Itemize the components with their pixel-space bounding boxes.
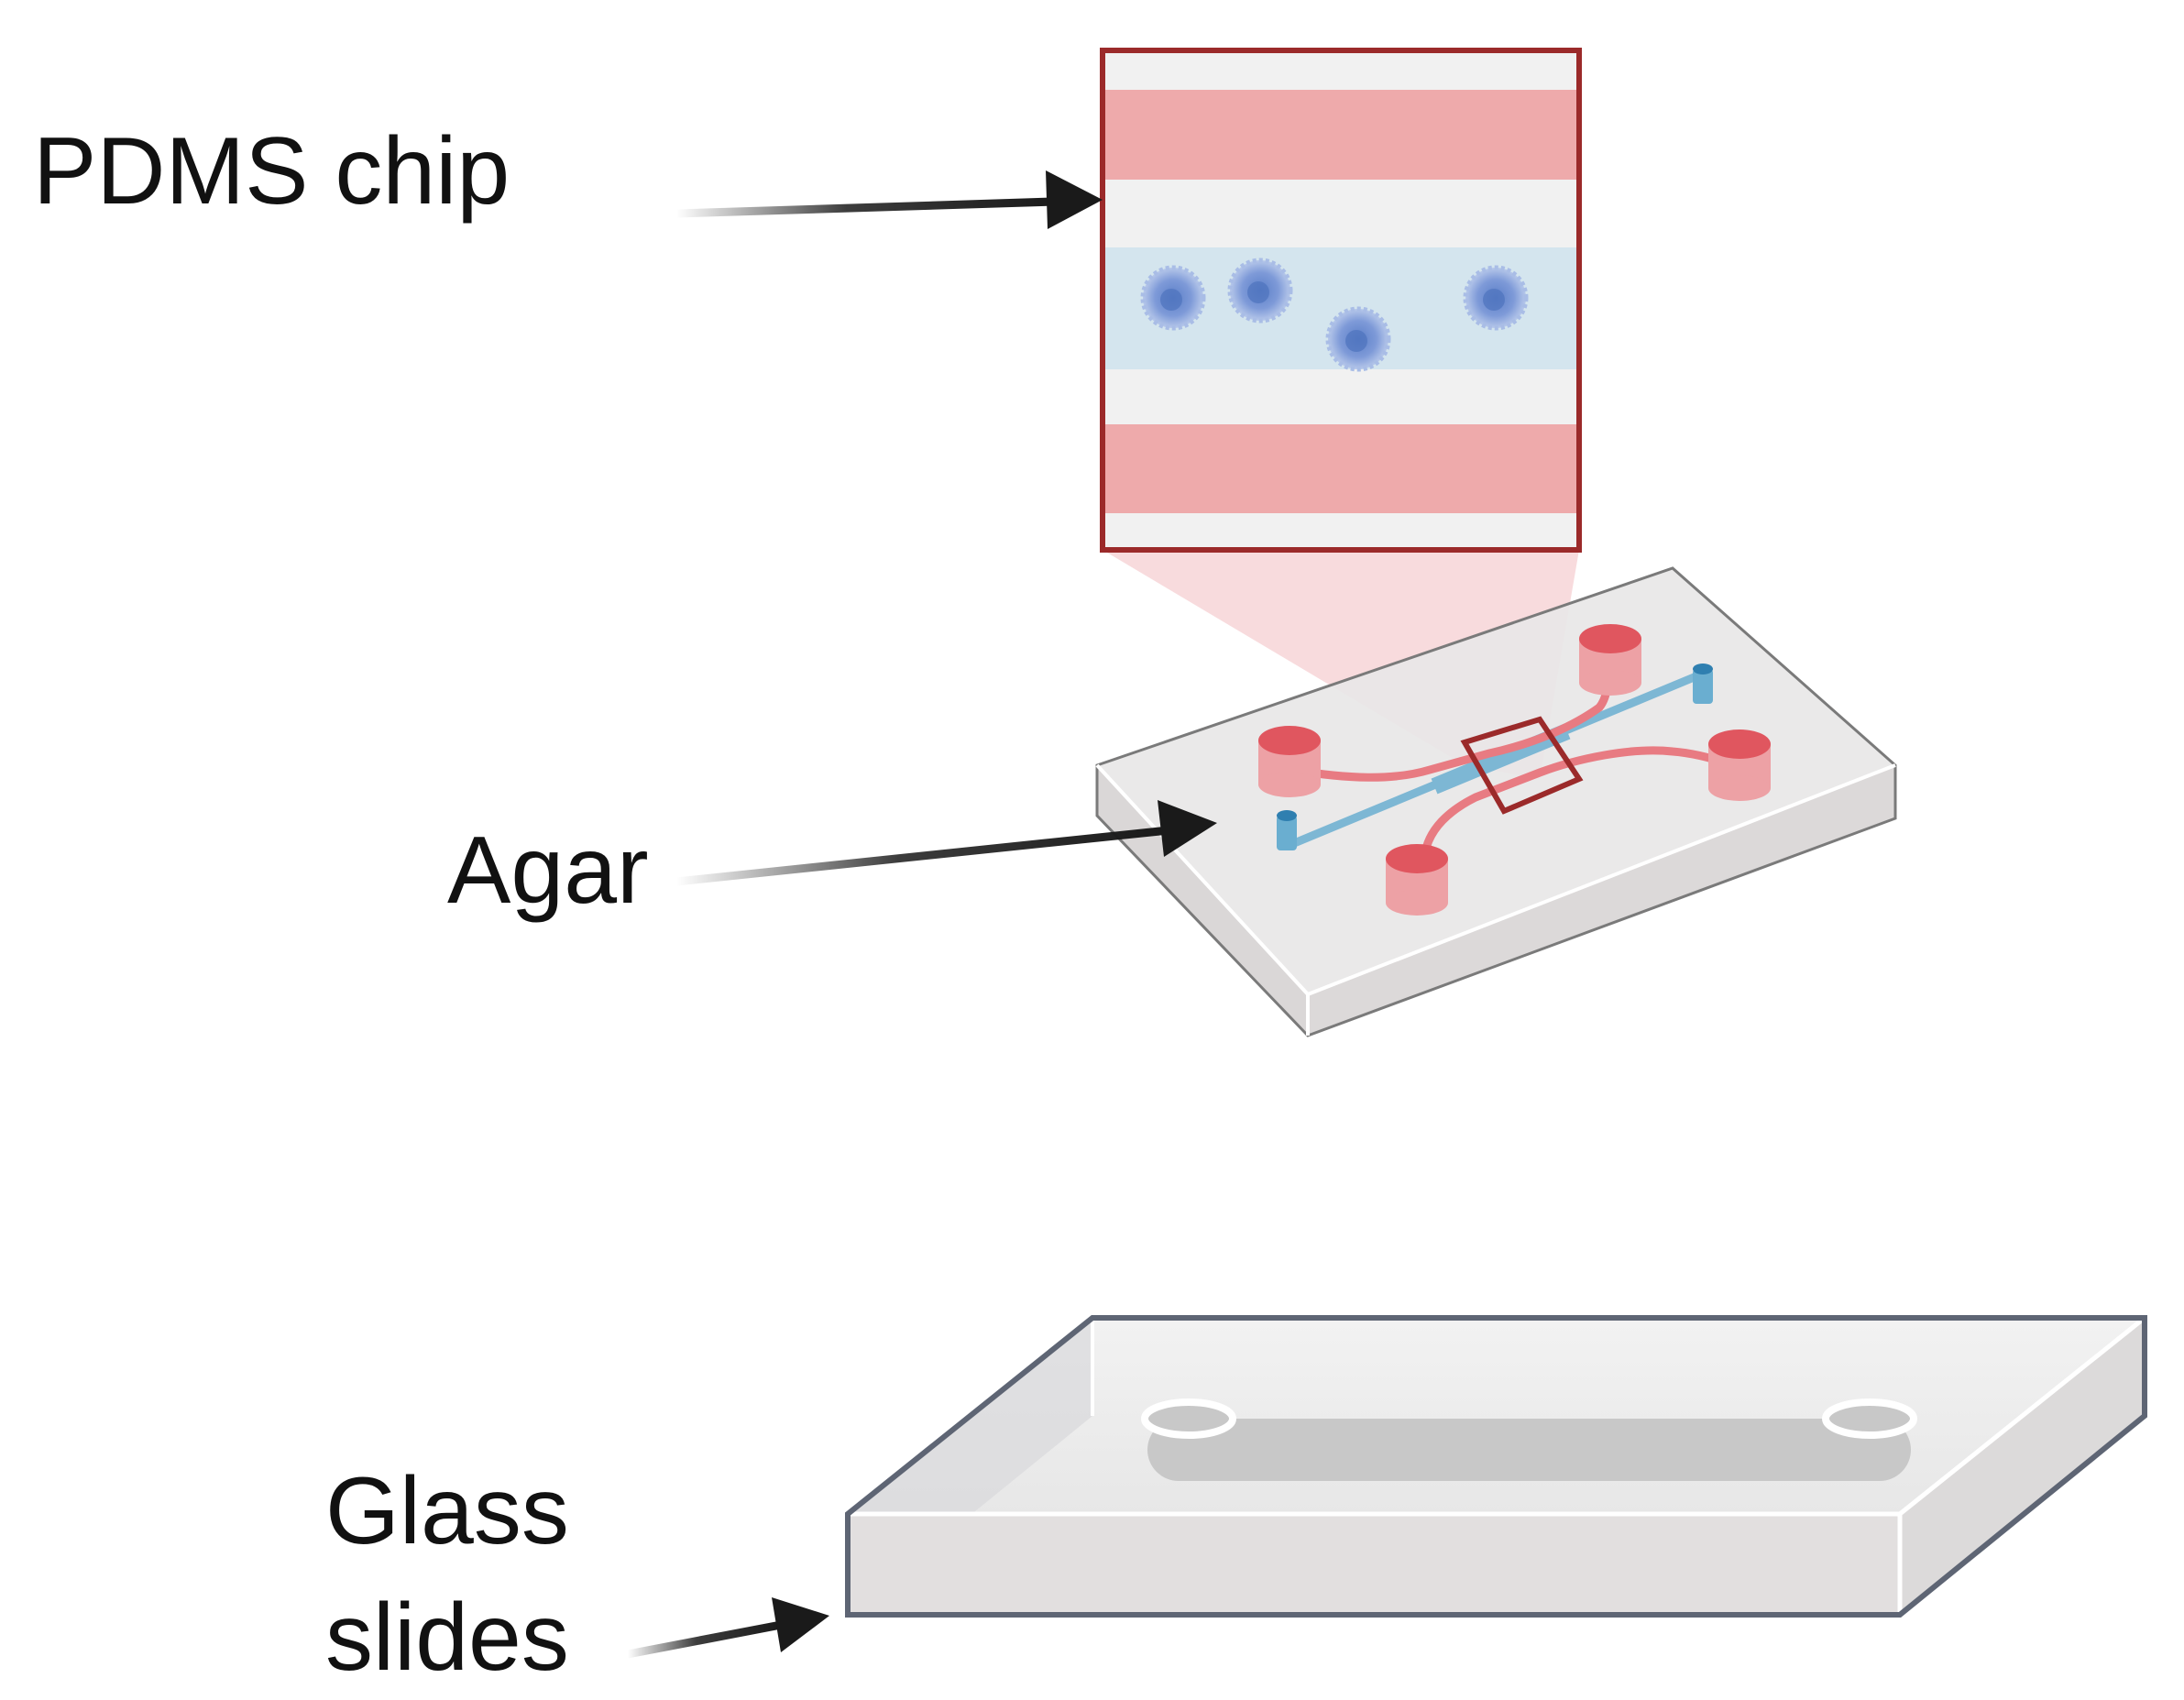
inset-frame — [1100, 48, 1582, 553]
glass-front-face — [848, 1514, 1900, 1615]
arrow-glass — [627, 1597, 829, 1659]
cell-1 — [1140, 265, 1206, 331]
agar-outline — [1095, 566, 1897, 1037]
well-bottom — [1386, 844, 1448, 916]
arrow-pdms — [675, 170, 1103, 229]
glass-right-face — [1900, 1318, 2145, 1615]
label-agar: Agar — [447, 817, 649, 924]
inset-band-top — [1103, 90, 1579, 180]
inset-band-bottom — [1103, 424, 1579, 513]
cell-3 — [1325, 306, 1391, 372]
label-pdms-chip: PDMS chip — [33, 118, 510, 225]
well-left — [1258, 726, 1321, 797]
agar-right-face — [1308, 765, 1895, 1036]
label-glass-line2: slides — [325, 1585, 569, 1691]
glass-channel — [1147, 1419, 1911, 1481]
glass-slide — [845, 1315, 2147, 1618]
well-right — [1708, 729, 1771, 801]
glass-outline — [845, 1315, 2147, 1618]
zoom-region-marker — [1460, 716, 1584, 815]
label-glass-line1: Glass — [325, 1458, 569, 1564]
cell-4 — [1463, 265, 1529, 331]
agar-chip — [1095, 566, 1897, 1037]
cell-2 — [1227, 258, 1293, 324]
arrow-agar — [675, 800, 1217, 886]
well-top — [1579, 624, 1641, 696]
red-channels — [1291, 659, 1729, 854]
